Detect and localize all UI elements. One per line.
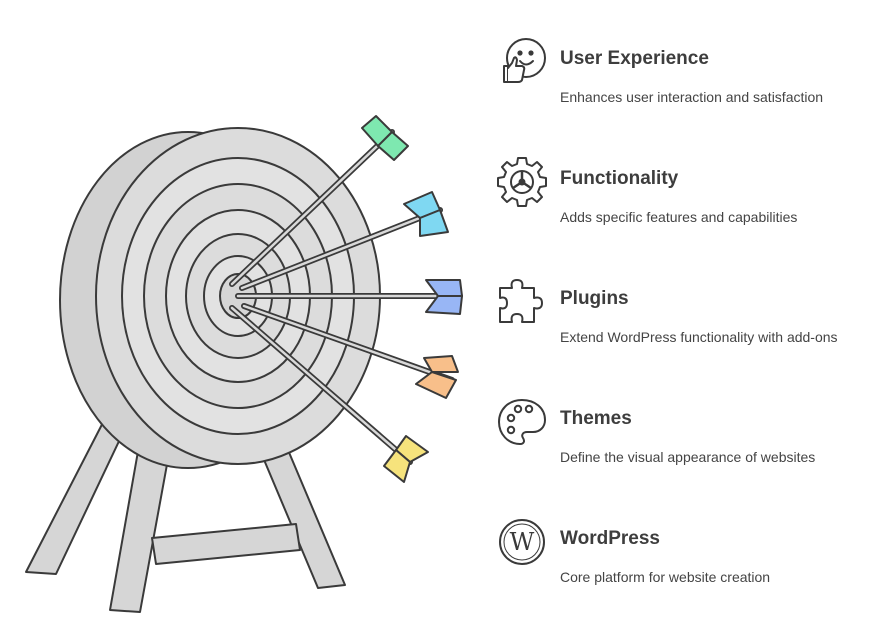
stand-leg-middle — [109, 439, 171, 613]
item-description: Enhances user interaction and satisfacti… — [560, 89, 824, 105]
item-title: User Experience — [560, 48, 709, 69]
arrow-cyan — [239, 191, 449, 291]
item-description: Adds specific features and capabilities — [560, 209, 798, 225]
arrow-orange — [241, 303, 459, 399]
item-title: Themes — [560, 408, 632, 429]
item-plugins: Plugins Extend WordPress functionality w… — [496, 276, 856, 356]
wordpress-logo-icon: W — [499, 519, 545, 565]
item-description: Define the visual appearance of websites — [560, 449, 816, 465]
item-description: Extend WordPress functionality with add-… — [560, 329, 838, 345]
item-title: Functionality — [560, 168, 679, 189]
stand-crossbar — [151, 523, 301, 565]
puzzle-piece-icon — [499, 279, 543, 323]
stand-leg-right — [261, 449, 346, 589]
arrow-yellow — [229, 305, 429, 483]
item-description: Core platform for website creation — [560, 569, 771, 585]
paint-palette-icon — [498, 399, 546, 445]
item-title: WordPress — [560, 528, 660, 549]
thumbs-up-smiley-icon — [503, 38, 546, 83]
target-illustration — [25, 115, 463, 613]
svg-text:W: W — [510, 528, 535, 556]
arrow-green — [229, 115, 409, 287]
arrow-blue — [235, 279, 463, 315]
item-wordpress: W WordPress Core platform for website cr… — [496, 516, 856, 596]
item-title: Plugins — [560, 288, 629, 309]
item-user-experience: User Experience Enhances user interactio… — [496, 36, 856, 116]
gear-icon — [497, 157, 547, 207]
item-themes: Themes Define the visual appearance of w… — [496, 396, 856, 476]
item-functionality: Functionality Adds specific features and… — [496, 156, 856, 236]
